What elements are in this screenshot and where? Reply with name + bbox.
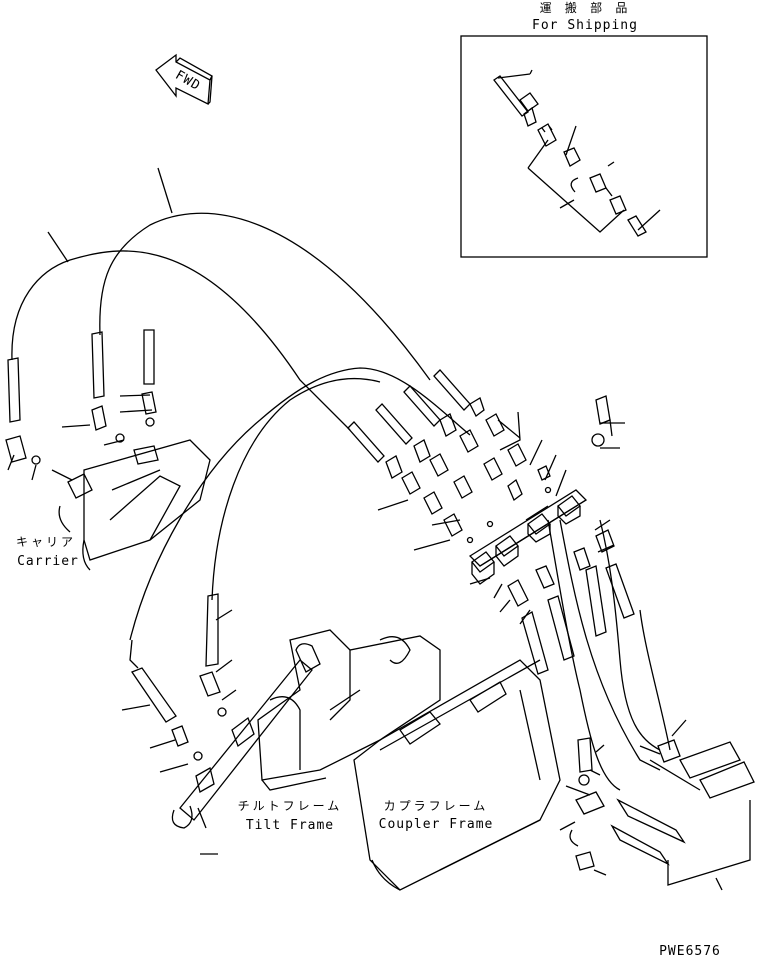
hose-right-a [559, 519, 661, 771]
tilt-group [131, 593, 321, 829]
fwd-arrow-icon: FWD [155, 53, 213, 106]
hose-right-d [639, 609, 671, 751]
coupler-label-jp: カプラフレーム [384, 799, 489, 813]
hose-tilt-end [129, 639, 139, 669]
carrier-label-jp: キャリア [16, 535, 76, 549]
lower-elbows [507, 529, 635, 675]
leader-lines [7, 167, 751, 891]
upper-fittings [347, 369, 552, 544]
hose-right-b [547, 519, 621, 791]
carrier-group [5, 329, 211, 571]
shipping-parts-group: 運 搬 部 品 For Shipping [460, 0, 708, 258]
hose-tilt-inner [211, 377, 381, 601]
carrier-label-en: Carrier [17, 554, 79, 569]
tilt-frame-body [257, 629, 441, 791]
hose-left-outer [11, 250, 351, 431]
drawing-code: PWE6576 [659, 944, 721, 959]
shipping-box [460, 35, 708, 258]
coupler-label-en: Coupler Frame [379, 817, 494, 832]
carrier-hose-fitting-b [91, 331, 105, 399]
hose-right-c [599, 519, 661, 751]
carrier-body [83, 439, 211, 561]
hose-lines [11, 212, 671, 791]
coupler-frame-body [353, 659, 561, 891]
carrier-hose-fitting-a [7, 357, 21, 423]
shipping-elbow-fittings [527, 123, 661, 237]
tilt-label-en: Tilt Frame [246, 818, 334, 833]
right-clamp-group [569, 737, 755, 871]
carrier-hose-fitting-c [143, 329, 155, 385]
manifold-blocks [468, 395, 613, 585]
fwd-label: FWD [173, 68, 203, 94]
hose-left-inner [99, 212, 431, 381]
tilt-label-jp: チルトフレーム [238, 799, 343, 813]
shipping-title-jp: 運 搬 部 品 [540, 0, 631, 15]
shipping-hose-fitting [493, 69, 539, 127]
tilt-cylinder [179, 659, 313, 821]
shipping-title-en: For Shipping [532, 18, 638, 33]
